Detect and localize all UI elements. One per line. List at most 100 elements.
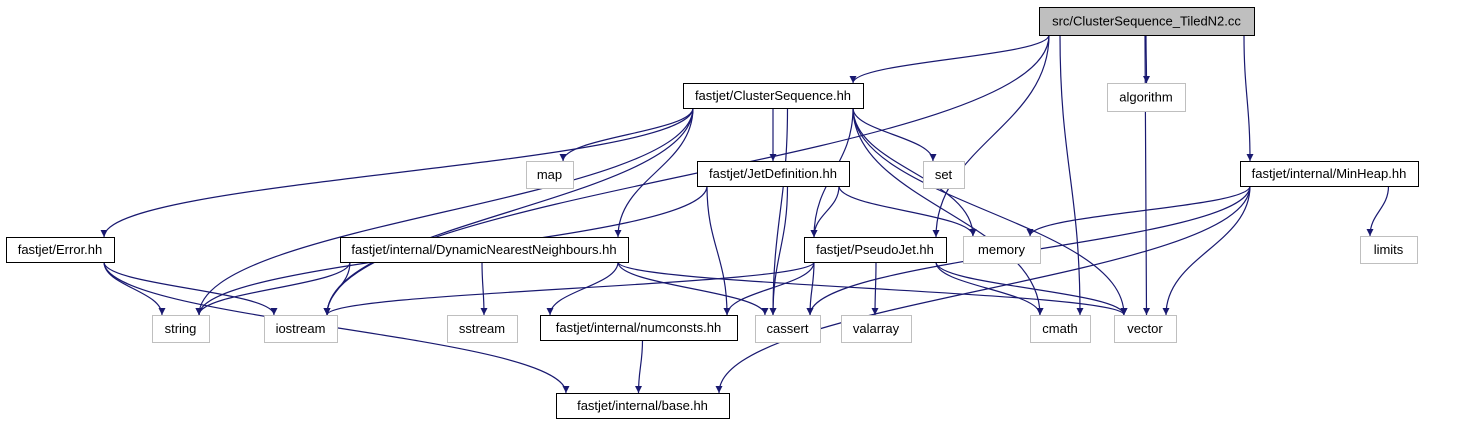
edge-cs-to-vec bbox=[852, 107, 1128, 316]
edge-minh-to-lim bbox=[1366, 185, 1390, 237]
edge-dnn-to-cas bbox=[617, 261, 769, 316]
edge-root-to-vec bbox=[1142, 34, 1150, 316]
edge-cs-to-map bbox=[559, 107, 694, 162]
node-map: map bbox=[526, 161, 574, 189]
edge-err-to-ios bbox=[103, 261, 278, 316]
node-map-label: map bbox=[537, 167, 562, 182]
node-ios: iostream bbox=[264, 315, 338, 343]
node-mem-label: memory bbox=[978, 242, 1025, 257]
edge-pj-to-cmath bbox=[935, 261, 1044, 316]
node-cs-box bbox=[683, 83, 864, 109]
edge-jetdef-to-numc bbox=[706, 185, 731, 316]
edge-jetdef-to-pj bbox=[810, 185, 840, 238]
node-numc[interactable]: fastjet/internal/numconsts.hh bbox=[540, 315, 738, 341]
edge-numc-to-base bbox=[635, 339, 644, 394]
edge-cs-to-err bbox=[100, 107, 694, 238]
node-jetdef[interactable]: fastjet/JetDefinition.hh bbox=[697, 161, 850, 187]
node-ios-label: iostream bbox=[276, 321, 326, 336]
edge-pj-to-numc bbox=[723, 261, 815, 316]
node-dnn-label: fastjet/internal/DynamicNearestNeighbour… bbox=[351, 242, 616, 257]
node-jetdef-label: fastjet/JetDefinition.hh bbox=[709, 166, 837, 181]
edge-dnn-to-vec bbox=[617, 261, 1128, 316]
node-pj-box bbox=[804, 237, 947, 263]
node-cs[interactable]: fastjet/ClusterSequence.hh bbox=[683, 83, 864, 109]
edge-cs-to-cas bbox=[769, 107, 789, 316]
edge-cs-to-str bbox=[195, 107, 694, 316]
node-minh[interactable]: fastjet/internal/MinHeap.hh bbox=[1240, 161, 1419, 187]
node-err-label: fastjet/Error.hh bbox=[18, 242, 103, 257]
edge-root-to-cs bbox=[849, 34, 1050, 84]
node-alg-box bbox=[1107, 83, 1186, 112]
node-set-box bbox=[923, 161, 965, 189]
node-set: set bbox=[923, 161, 965, 189]
node-str-label: string bbox=[165, 321, 197, 336]
edge-cs-to-mem bbox=[852, 107, 977, 237]
edge-root-to-alg bbox=[1142, 34, 1150, 84]
node-cs-label: fastjet/ClusterSequence.hh bbox=[695, 88, 851, 103]
node-base-box bbox=[556, 393, 730, 419]
node-dnn[interactable]: fastjet/internal/DynamicNearestNeighbour… bbox=[340, 237, 629, 263]
node-minh-label: fastjet/internal/MinHeap.hh bbox=[1252, 166, 1407, 181]
node-cas-box bbox=[755, 315, 821, 343]
node-val: valarray bbox=[841, 315, 912, 343]
node-lim-box bbox=[1360, 236, 1418, 264]
edge-cs-to-dnn bbox=[614, 107, 694, 238]
node-lim: limits bbox=[1360, 236, 1418, 264]
node-base-label: fastjet/internal/base.hh bbox=[577, 398, 708, 413]
edge-cs-to-set bbox=[852, 107, 937, 162]
node-sst-label: sstream bbox=[459, 321, 505, 336]
edge-dnn-to-numc bbox=[546, 261, 619, 316]
edge-minh-to-base bbox=[715, 185, 1251, 394]
node-lim-label: limits bbox=[1374, 242, 1404, 257]
edge-err-to-str bbox=[103, 261, 166, 316]
node-vec-label: vector bbox=[1127, 321, 1163, 336]
node-alg-label: algorithm bbox=[1119, 90, 1172, 105]
node-cmath-label: cmath bbox=[1042, 321, 1077, 336]
edge-minh-to-vec bbox=[1162, 185, 1251, 316]
node-pj[interactable]: fastjet/PseudoJet.hh bbox=[804, 237, 947, 263]
edge-root-to-ios bbox=[323, 34, 1050, 316]
node-dnn-box bbox=[340, 237, 629, 263]
node-cmath: cmath bbox=[1030, 315, 1091, 343]
edge-minh-to-mem bbox=[1026, 185, 1251, 237]
node-base[interactable]: fastjet/internal/base.hh bbox=[556, 393, 730, 419]
edge-pj-to-val bbox=[871, 261, 879, 316]
node-val-label: valarray bbox=[853, 321, 900, 336]
node-map-box bbox=[526, 161, 574, 189]
nodes: src/ClusterSequence_TiledN2.cc fastjet/Cl… bbox=[6, 7, 1419, 419]
node-val-box bbox=[841, 315, 912, 343]
node-root-box bbox=[1039, 7, 1255, 36]
edge-jetdef-to-cas bbox=[769, 185, 789, 316]
node-ios-box bbox=[264, 315, 338, 343]
node-set-label: set bbox=[935, 167, 953, 182]
edge-pj-to-ios bbox=[323, 261, 815, 316]
node-cmath-box bbox=[1030, 315, 1091, 343]
node-root[interactable]: src/ClusterSequence_TiledN2.cc bbox=[1039, 7, 1255, 36]
node-pj-label: fastjet/PseudoJet.hh bbox=[816, 242, 934, 257]
node-mem: memory bbox=[963, 236, 1041, 264]
node-str-box bbox=[152, 315, 210, 343]
node-vec: vector bbox=[1114, 315, 1177, 343]
node-vec-box bbox=[1114, 315, 1177, 343]
node-numc-label: fastjet/internal/numconsts.hh bbox=[556, 320, 721, 335]
edge-dnn-to-sst bbox=[480, 261, 488, 316]
node-cas: cassert bbox=[755, 315, 821, 343]
node-sst-box bbox=[447, 315, 518, 343]
edge-cs-to-ios bbox=[323, 107, 694, 316]
edge-root-to-cmath bbox=[1059, 34, 1084, 316]
node-mem-box bbox=[963, 236, 1041, 264]
edge-dnn-to-str bbox=[195, 261, 351, 316]
node-alg: algorithm bbox=[1107, 83, 1186, 112]
node-jetdef-box bbox=[697, 161, 850, 187]
edge-jetdef-to-mem bbox=[838, 185, 977, 237]
node-cas-label: cassert bbox=[767, 321, 809, 336]
node-root-label: src/ClusterSequence_TiledN2.cc bbox=[1052, 14, 1241, 29]
edge-cs-to-cmath bbox=[852, 107, 1044, 316]
node-minh-box bbox=[1240, 161, 1419, 187]
edge-root-to-pj bbox=[932, 34, 1050, 238]
node-err[interactable]: fastjet/Error.hh bbox=[6, 237, 115, 263]
edge-pj-to-vec bbox=[935, 261, 1128, 316]
node-err-box bbox=[6, 237, 115, 263]
edge-pj-to-cas bbox=[806, 261, 815, 316]
